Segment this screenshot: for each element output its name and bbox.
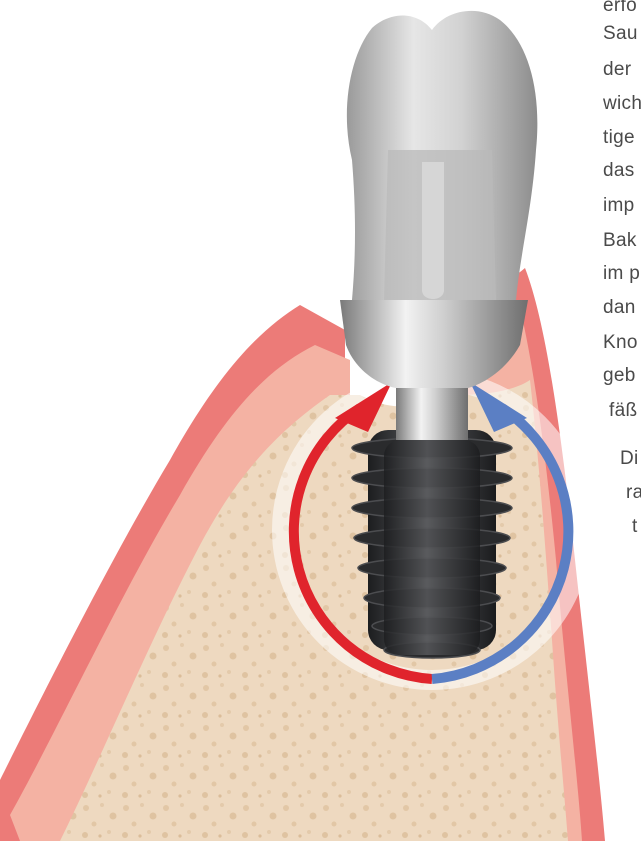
post-groove bbox=[422, 162, 444, 299]
implant-screw bbox=[352, 430, 512, 658]
